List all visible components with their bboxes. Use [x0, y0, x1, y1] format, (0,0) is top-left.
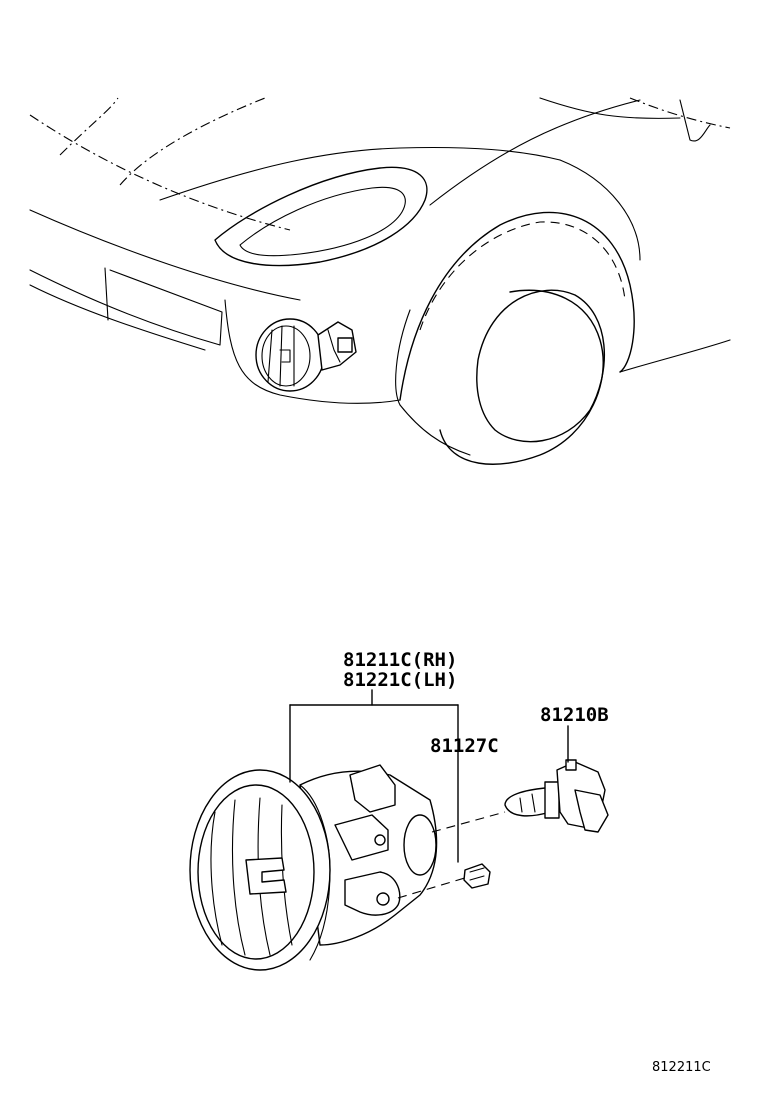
- fog-lamp-rh-label: 81211C(RH): [343, 649, 457, 671]
- bulb-label: 81210B: [540, 704, 609, 726]
- figure-code: 812211C: [652, 1060, 711, 1075]
- bulb-part: [504, 759, 609, 833]
- fog-lamp-location-icon: [255, 318, 357, 392]
- leader-lines: [289, 689, 569, 899]
- clip-label: 81127C: [430, 735, 499, 757]
- fog-lamp-lh-label: 81221C(LH): [343, 669, 457, 691]
- fog-lamp-assembly: [189, 764, 438, 971]
- clip-part: [463, 863, 491, 889]
- vehicle-front-outline: [29, 97, 731, 465]
